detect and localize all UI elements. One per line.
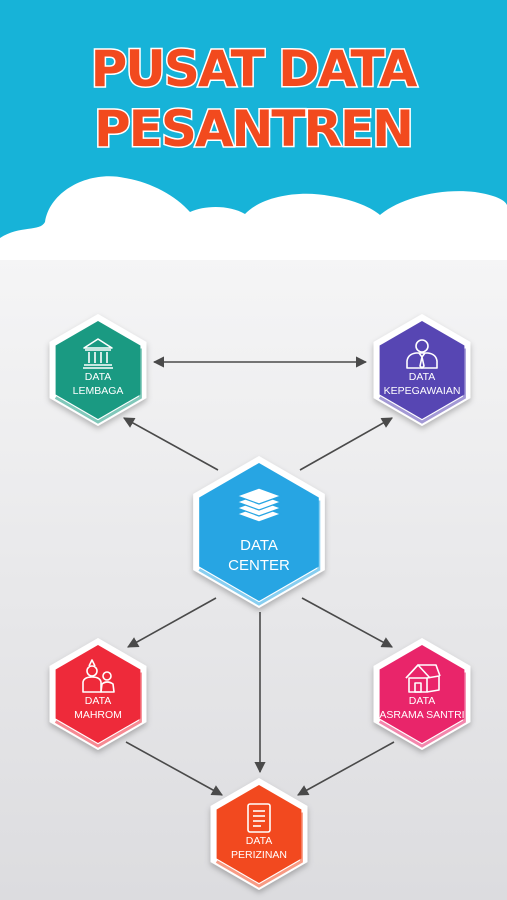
node-center-label-line-1: DATA <box>240 537 278 554</box>
node-perizinan-label-line-1: DATA <box>246 835 272 847</box>
connector-center-asrama <box>301 597 393 648</box>
connector-asrama-perizinan <box>297 741 395 796</box>
cloud-shape <box>0 176 507 260</box>
connector-center-kepegawaian <box>299 417 393 471</box>
node-asrama-label-line-2: ASRAMA SANTRI <box>379 709 464 721</box>
node-asrama: DATA ASRAMA SANTRI <box>373 638 471 750</box>
permit-document-icon <box>247 803 271 833</box>
title-line-1: PUSAT DATA <box>91 40 418 98</box>
database-stack-icon <box>236 487 282 523</box>
node-lembaga-label-line-2: LEMBAGA <box>73 385 124 397</box>
node-kepegawaian-label-line-1: DATA <box>409 371 435 383</box>
node-kepegawaian-accent <box>378 348 466 424</box>
node-mahrom-label-line-2: MAHROM <box>74 709 122 721</box>
title-line-2: PESANTREN <box>94 100 412 158</box>
node-center: DATA CENTER <box>193 456 325 608</box>
node-lembaga: DATA LEMBAGA <box>49 314 147 426</box>
node-kepegawaian-inner-hex <box>379 321 465 419</box>
mahrom-family-icon <box>82 659 115 693</box>
node-mahrom-label-line-1: DATA <box>85 695 111 707</box>
connector-center-lembaga <box>123 417 219 471</box>
employee-icon <box>406 339 438 369</box>
node-mahrom-inner-hex <box>55 645 141 743</box>
node-kepegawaian: DATA KEPEGAWAIAN <box>373 314 471 426</box>
node-perizinan-accent <box>215 812 303 888</box>
connector-center-mahrom <box>127 597 217 648</box>
node-asrama-inner-hex <box>379 645 465 743</box>
node-perizinan: DATA PERIZINAN <box>210 778 308 890</box>
node-lembaga-inner-hex <box>55 321 141 419</box>
node-lembaga-accent <box>54 348 142 424</box>
node-lembaga-label-line-1: DATA <box>85 371 111 383</box>
node-mahrom: DATA MAHROM <box>49 638 147 750</box>
node-kepegawaian-label-line-2: KEPEGAWAIAN <box>384 385 461 397</box>
node-mahrom-accent <box>54 672 142 748</box>
node-center-label-line-2: CENTER <box>228 557 290 574</box>
dormitory-house-icon <box>405 664 441 693</box>
node-perizinan-label-line-2: PERIZINAN <box>231 849 287 861</box>
node-asrama-accent <box>378 672 466 748</box>
node-center-accent <box>198 500 321 606</box>
connectors <box>123 356 395 796</box>
node-center-inner-hex <box>199 463 319 601</box>
node-asrama-label-line-1: DATA <box>409 695 435 707</box>
node-perizinan-inner-hex <box>216 785 302 883</box>
connector-mahrom-perizinan <box>125 741 223 796</box>
institution-building-icon <box>83 338 113 369</box>
